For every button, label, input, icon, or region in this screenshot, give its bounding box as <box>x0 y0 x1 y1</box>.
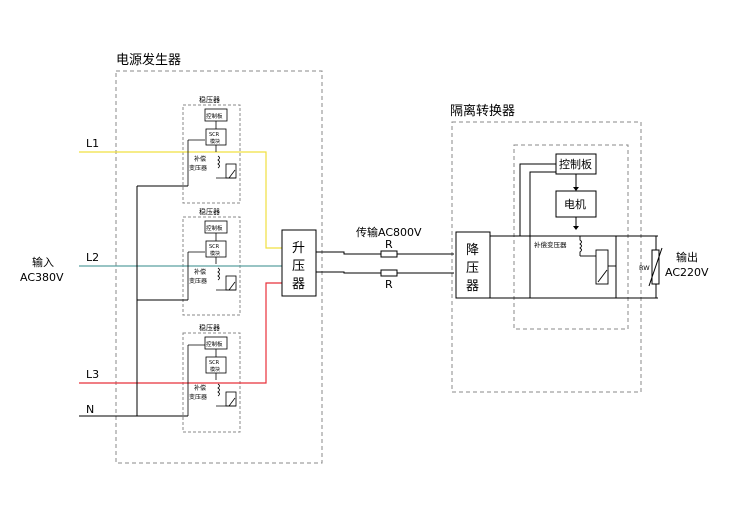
r-top-label: R <box>385 238 393 251</box>
scr-2-line1: SCR <box>209 244 220 250</box>
scr-3-line1: SCR <box>209 360 220 366</box>
iso-comp-transformer <box>595 249 609 285</box>
regulator-3: 稳压器 控制板 SCR 模块 补偿 变压器 <box>187 323 237 416</box>
variable-mark-1 <box>228 169 236 179</box>
arrow <box>573 226 579 230</box>
stepdown-char-2: 压 <box>466 261 479 276</box>
control-board-2-label: 控制板 <box>206 224 223 232</box>
rw-arrow <box>648 247 663 287</box>
ctrl-feed-1 <box>519 163 556 236</box>
control-board-1-label: 控制板 <box>206 112 223 120</box>
isolation-title: 隔离转换器 <box>450 103 515 119</box>
stepdown-char-1: 降 <box>466 243 479 258</box>
stepdown-box <box>455 231 491 299</box>
scr-2-line2: 模块 <box>210 250 220 257</box>
l2-label: L2 <box>86 251 99 264</box>
variable-mark-2 <box>228 281 236 291</box>
booster-char-2: 压 <box>292 259 305 274</box>
l3-wire <box>79 282 282 384</box>
n-label: N <box>86 403 94 416</box>
scr-1-line1: SCR <box>209 132 220 138</box>
regulator-3-title: 稳压器 <box>199 323 220 332</box>
coil-1 <box>217 155 220 169</box>
scr-1-line2: 模块 <box>210 138 220 145</box>
motor-box <box>555 190 597 218</box>
stepdown-char-3: 器 <box>466 279 479 294</box>
output-label-2: AC220V <box>665 266 709 279</box>
input-label-1: 输入 <box>32 255 54 269</box>
regulator-2-title: 稳压器 <box>199 207 220 216</box>
comp-1-line2: 变压器 <box>189 164 207 172</box>
tx-wire-bottom <box>316 271 454 274</box>
generator-title: 电源发生器 <box>116 52 181 68</box>
regulator-box-1 <box>182 104 241 204</box>
l1-label: L1 <box>86 137 99 150</box>
coil-3 <box>217 383 220 397</box>
l3-label: L3 <box>86 368 99 381</box>
iso-variable-mark <box>597 269 608 283</box>
comp-3-line1: 补偿 <box>194 384 206 392</box>
l1-wire <box>79 151 282 249</box>
comp-2-line2: 变压器 <box>189 277 207 285</box>
regulator-1-title: 稳压器 <box>199 95 220 104</box>
control-board-3-label: 控制板 <box>206 340 223 348</box>
motor-label: 电机 <box>564 197 586 211</box>
input-label-2: AC380V <box>20 271 64 284</box>
variable-mark-3 <box>228 397 236 407</box>
resistor-bottom <box>380 269 398 277</box>
scr-3-line2: 模块 <box>210 366 220 373</box>
comp-3-line2: 变压器 <box>189 393 207 401</box>
booster-char-1: 升 <box>292 241 305 256</box>
generator-box <box>115 70 323 464</box>
booster-char-3: 器 <box>292 277 305 292</box>
transmission-label: 传输AC800V <box>356 225 422 239</box>
iso-coil <box>579 236 582 256</box>
rw-label: RW <box>639 264 650 272</box>
output-label-1: 输出 <box>676 250 698 264</box>
isolation-inner-box <box>513 144 629 330</box>
iso-control-board-label: 控制板 <box>559 157 592 171</box>
ctrl-feed-2 <box>529 171 556 298</box>
resistor-top <box>380 250 398 258</box>
comp-2-line1: 补偿 <box>194 268 206 276</box>
regulator-1: 稳压器 控制板 SCR 模块 补偿 变压器 <box>187 95 237 186</box>
tx-wire-top <box>316 251 454 255</box>
r-bottom-label: R <box>385 278 393 291</box>
regulator-2: 稳压器 控制板 SCR 模块 补偿 变压器 <box>187 207 237 300</box>
comp-1-line1: 补偿 <box>194 155 206 163</box>
isolation-box <box>451 121 642 393</box>
arrow <box>573 187 579 191</box>
coil-2 <box>217 267 220 281</box>
iso-comp-label: 补偿变压器 <box>534 240 567 249</box>
booster-box <box>281 229 317 297</box>
